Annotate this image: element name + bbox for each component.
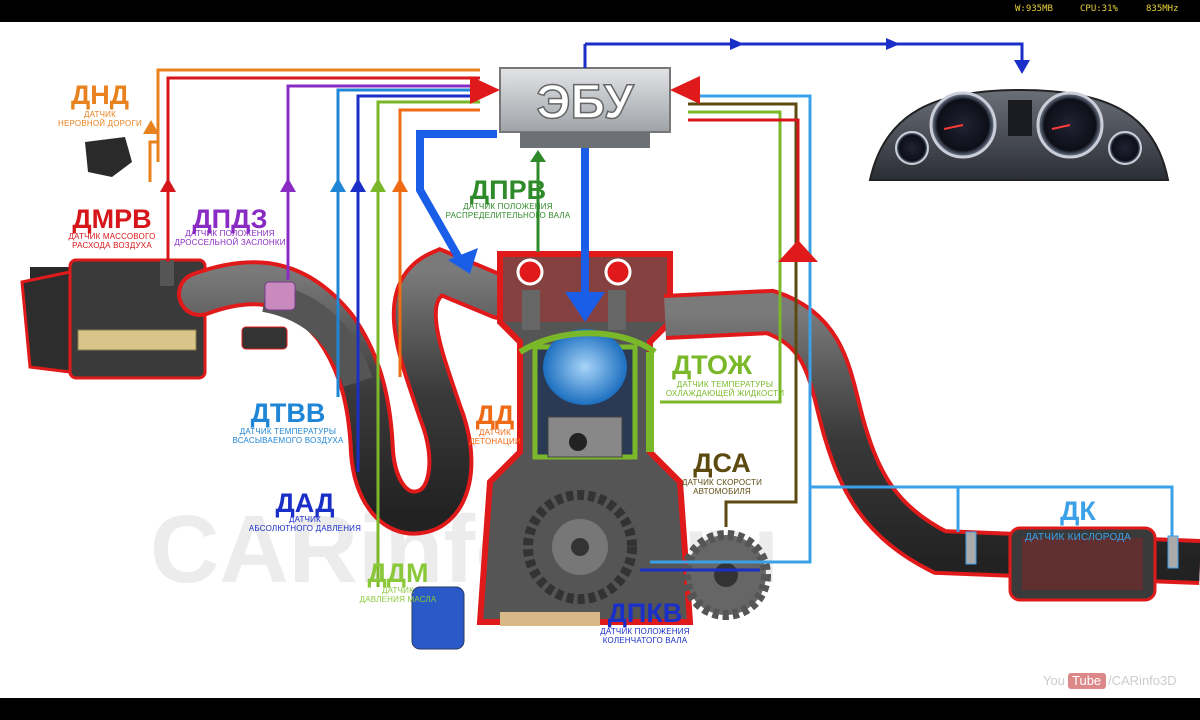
svg-text:ВСАСЫВАЕМОГО ВОЗДУХА: ВСАСЫВАЕМОГО ВОЗДУХА	[232, 436, 343, 445]
wire-ddm	[376, 100, 480, 587]
svg-text:ДМРВ: ДМРВ	[72, 204, 151, 234]
svg-text:ДАТЧИК ПОЛОЖЕНИЯ: ДАТЧИК ПОЛОЖЕНИЯ	[600, 627, 689, 636]
svg-text:ДД: ДД	[476, 400, 514, 430]
svg-text:ДАТЧИК КИСЛОРОДА: ДАТЧИК КИСЛОРОДА	[1025, 532, 1131, 543]
svg-text:ДНД: ДНД	[71, 80, 129, 110]
svg-text:ДК: ДК	[1060, 496, 1096, 526]
ecu-unit	[499, 67, 671, 148]
svg-text:РАСХОДА ВОЗДУХА: РАСХОДА ВОЗДУХА	[72, 241, 152, 250]
svg-text:ДАТЧИК: ДАТЧИК	[479, 428, 511, 437]
wire-dd	[398, 108, 480, 377]
sensor-label-dtozh: ДТОЖ ДАТЧИК ТЕМПЕРАТУРЫ ОХЛАЖДАЮЩЕЙ ЖИДК…	[666, 350, 784, 398]
svg-text:ДАТЧИК СКОРОСТИ: ДАТЧИК СКОРОСТИ	[682, 478, 762, 487]
frequency-readout: 835MHz	[1146, 4, 1179, 14]
wire-dad	[356, 94, 480, 472]
svg-text:ДРОССЕЛЬНОЙ ЗАСЛОНКИ: ДРОССЕЛЬНОЙ ЗАСЛОНКИ	[174, 238, 285, 247]
sensor-label-dd: ДД ДАТЧИК ДЕТОНАЦИИ	[469, 400, 521, 446]
ecu-label: ЭБУ	[536, 76, 634, 129]
svg-text:ОХЛАЖДАЮЩЕЙ ЖИДКОСТИ: ОХЛАЖДАЮЩЕЙ ЖИДКОСТИ	[666, 389, 784, 398]
svg-text:ДЕТОНАЦИИ: ДЕТОНАЦИИ	[469, 437, 521, 446]
svg-text:ДАВЛЕНИЯ МАСЛА: ДАВЛЕНИЯ МАСЛА	[360, 595, 437, 604]
svg-text:ДАТЧИК ПОЛОЖЕНИЯ: ДАТЧИК ПОЛОЖЕНИЯ	[185, 229, 274, 238]
svg-text:ДПДЗ: ДПДЗ	[192, 204, 267, 234]
sensor-label-dk: ДК ДАТЧИК КИСЛОРОДА	[1025, 496, 1131, 543]
svg-text:ДАТЧИК: ДАТЧИК	[84, 110, 116, 119]
svg-text:АБСОЛЮТНОГО ДАВЛЕНИЯ: АБСОЛЮТНОГО ДАВЛЕНИЯ	[249, 524, 361, 533]
rough-road-sensor-part	[85, 137, 132, 177]
sensor-label-dmrv: ДМРВ ДАТЧИК МАССОВОГО РАСХОДА ВОЗДУХА	[68, 204, 155, 250]
wire-ecu-ignition	[416, 130, 497, 262]
svg-text:ДАД: ДАД	[276, 488, 335, 518]
svg-text:НЕРОВНОЙ ДОРОГИ: НЕРОВНОЙ ДОРОГИ	[58, 119, 142, 128]
exhaust-pipe	[664, 292, 1200, 581]
svg-text:ДТВВ: ДТВВ	[251, 398, 326, 428]
engine-sensor-diagram: CARinfo3D.ru	[20, 38, 1200, 689]
idle-valve	[241, 326, 288, 350]
svg-text:ДАТЧИК: ДАТЧИК	[382, 586, 414, 595]
cpu-readout: CPU:31%	[1080, 4, 1118, 14]
svg-text:ДПРВ: ДПРВ	[470, 175, 546, 205]
svg-text:РАСПРЕДЕЛИТЕЛЬНОГО ВАЛА: РАСПРЕДЕЛИТЕЛЬНОГО ВАЛА	[446, 211, 571, 220]
wire-dtvv	[336, 88, 480, 397]
wire-dnd	[148, 140, 158, 182]
arrowheads	[143, 38, 1030, 322]
svg-text:ДАТЧИК ТЕМПЕРАТУРЫ: ДАТЧИК ТЕМПЕРАТУРЫ	[240, 427, 336, 436]
sensor-label-dpkv: ДПКВ ДАТЧИК ПОЛОЖЕНИЯ КОЛЕНЧАТОГО ВАЛА	[600, 598, 689, 645]
sensor-label-ddm: ДДМ ДАТЧИК ДАВЛЕНИЯ МАСЛА	[360, 558, 437, 604]
youtube-badge: You Tube /CARinfo3D	[1043, 673, 1177, 689]
instrument-cluster	[868, 88, 1170, 181]
wire-dk	[650, 94, 812, 564]
oil-filter	[411, 586, 465, 650]
sensor-label-dprv: ДПРВ ДАТЧИК ПОЛОЖЕНИЯ РАСПРЕДЕЛИТЕЛЬНОГО…	[446, 175, 571, 220]
air-filter-housing	[20, 258, 207, 380]
svg-text:ДДМ: ДДМ	[368, 558, 429, 588]
svg-text:ДПКВ: ДПКВ	[608, 598, 683, 628]
wire-ecu-to-cluster	[585, 42, 1024, 64]
sensor-label-dtvv: ДТВВ ДАТЧИК ТЕМПЕРАТУРЫ ВСАСЫВАЕМОГО ВОЗ…	[232, 398, 343, 445]
wire-dsa	[688, 102, 798, 527]
diagram-canvas: CARinfo3D.ru	[0, 22, 1200, 698]
oxygen-sensor-rear	[1167, 535, 1179, 569]
svg-text:ДТОЖ: ДТОЖ	[672, 350, 753, 380]
memory-readout: W:935MB	[1015, 4, 1053, 14]
svg-text:Tube: Tube	[1072, 673, 1101, 688]
oxygen-sensor-front	[965, 531, 977, 565]
wire-dmrv	[166, 76, 480, 262]
svg-text:ДАТЧИК ПОЛОЖЕНИЯ: ДАТЧИК ПОЛОЖЕНИЯ	[463, 202, 552, 211]
top-status-bar: W:935MB CPU:31% 835MHz	[0, 0, 1200, 22]
sensor-label-dpdz: ДПДЗ ДАТЧИК ПОЛОЖЕНИЯ ДРОССЕЛЬНОЙ ЗАСЛОН…	[174, 204, 285, 247]
svg-text:АВТОМОБИЛЯ: АВТОМОБИЛЯ	[693, 487, 751, 496]
svg-text:ДАТЧИК ТЕМПЕРАТУРЫ: ДАТЧИК ТЕМПЕРАТУРЫ	[677, 380, 773, 389]
svg-text:ДАТЧИК: ДАТЧИК	[289, 515, 321, 524]
wire-ecu-output	[688, 118, 800, 262]
sensor-label-dnd: ДНД ДАТЧИК НЕРОВНОЙ ДОРОГИ	[58, 80, 142, 128]
maf-sensor-part	[160, 260, 174, 286]
svg-text:You: You	[1043, 673, 1065, 688]
sensor-label-dad: ДАД ДАТЧИК АБСОЛЮТНОГО ДАВЛЕНИЯ	[249, 488, 361, 533]
bottom-bar	[0, 698, 1200, 720]
svg-text:ДАТЧИК МАССОВОГО: ДАТЧИК МАССОВОГО	[68, 232, 155, 241]
svg-text:КОЛЕНЧАТОГО ВАЛА: КОЛЕНЧАТОГО ВАЛА	[603, 636, 688, 645]
svg-text:/CARinfo3D: /CARinfo3D	[1108, 673, 1177, 688]
sensor-label-dsa: ДСА ДАТЧИК СКОРОСТИ АВТОМОБИЛЯ	[682, 448, 762, 496]
throttle-position-sensor-part	[264, 281, 296, 311]
svg-text:ДСА: ДСА	[693, 448, 751, 478]
wire-dtozh	[660, 110, 782, 404]
wire-dpdz	[286, 84, 480, 280]
